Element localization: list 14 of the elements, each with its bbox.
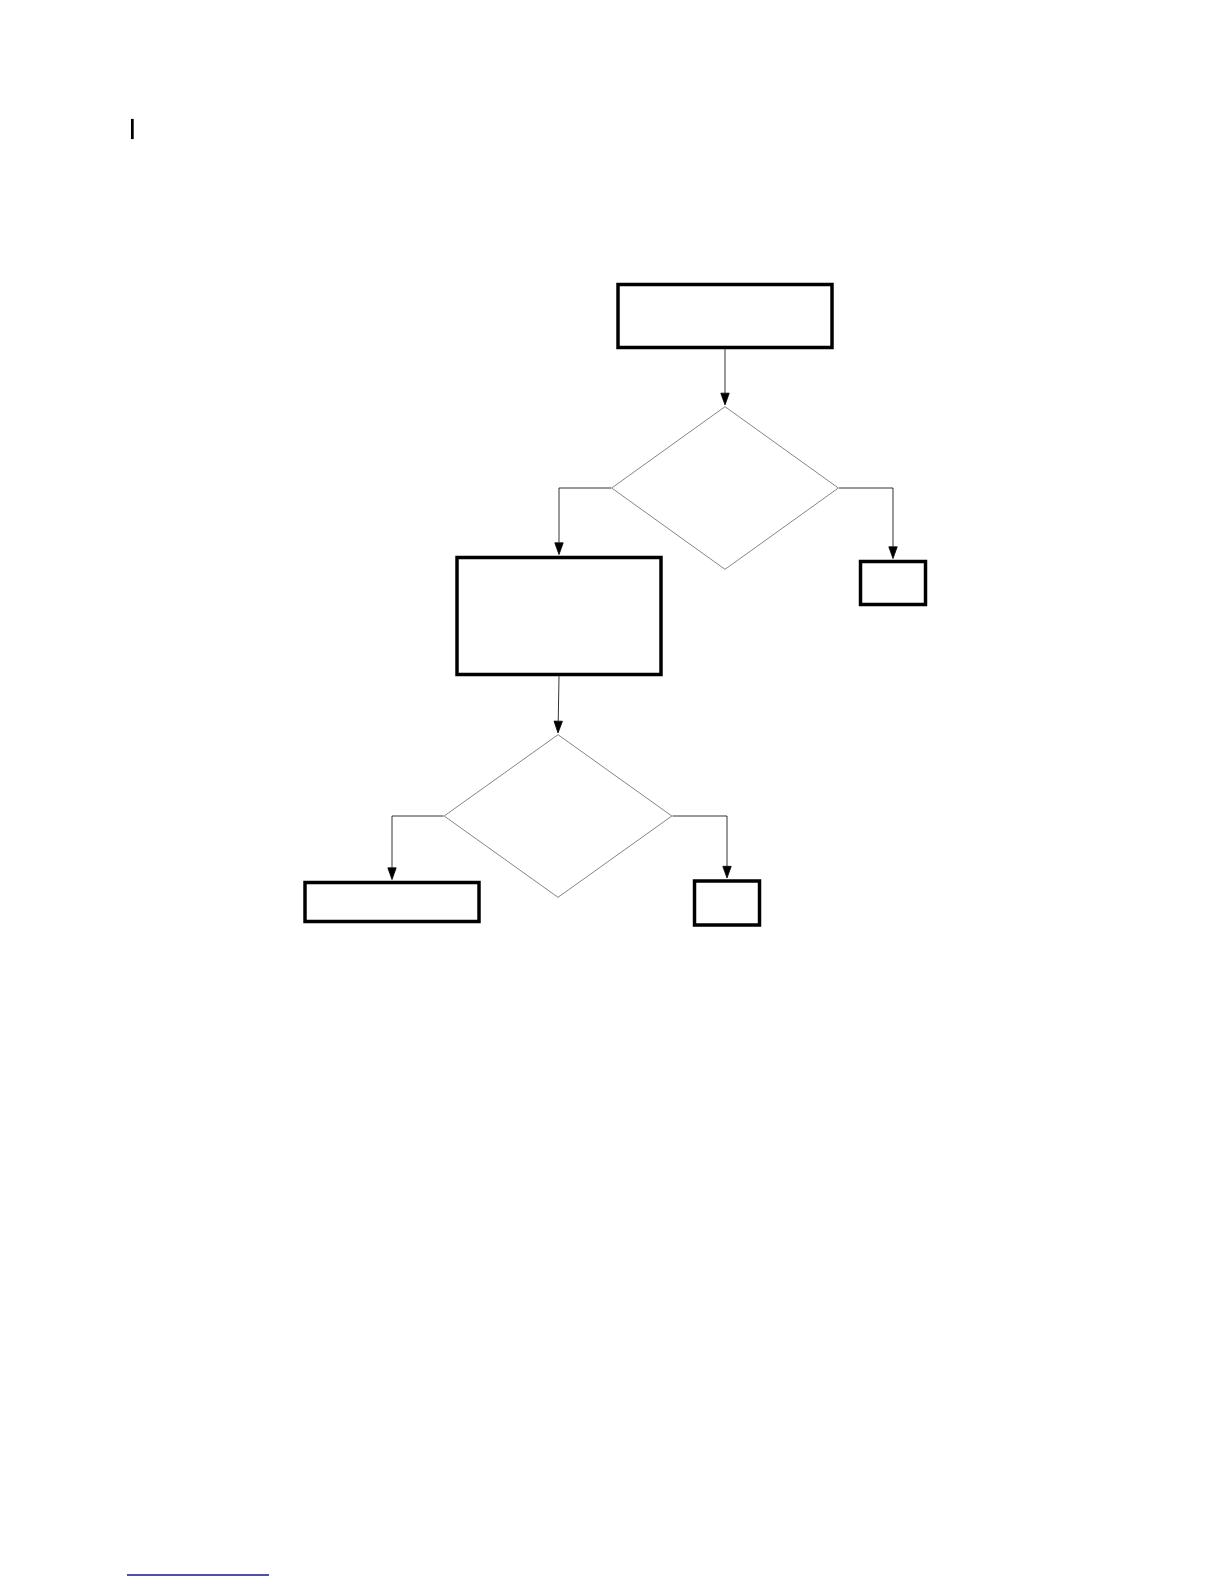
process-box [455, 555, 663, 677]
arrow [838, 487, 898, 559]
process-box [692, 879, 762, 927]
arrow [387, 815, 444, 880]
letter-label: I [130, 118, 134, 140]
arrow [554, 487, 612, 555]
decision-diamond [611, 406, 839, 570]
process-box [858, 559, 928, 607]
decision-diamond [443, 734, 673, 898]
process-box [303, 880, 481, 924]
arrow [672, 815, 732, 879]
arrow [553, 675, 563, 734]
arrow [720, 348, 730, 406]
process-box [616, 282, 834, 350]
